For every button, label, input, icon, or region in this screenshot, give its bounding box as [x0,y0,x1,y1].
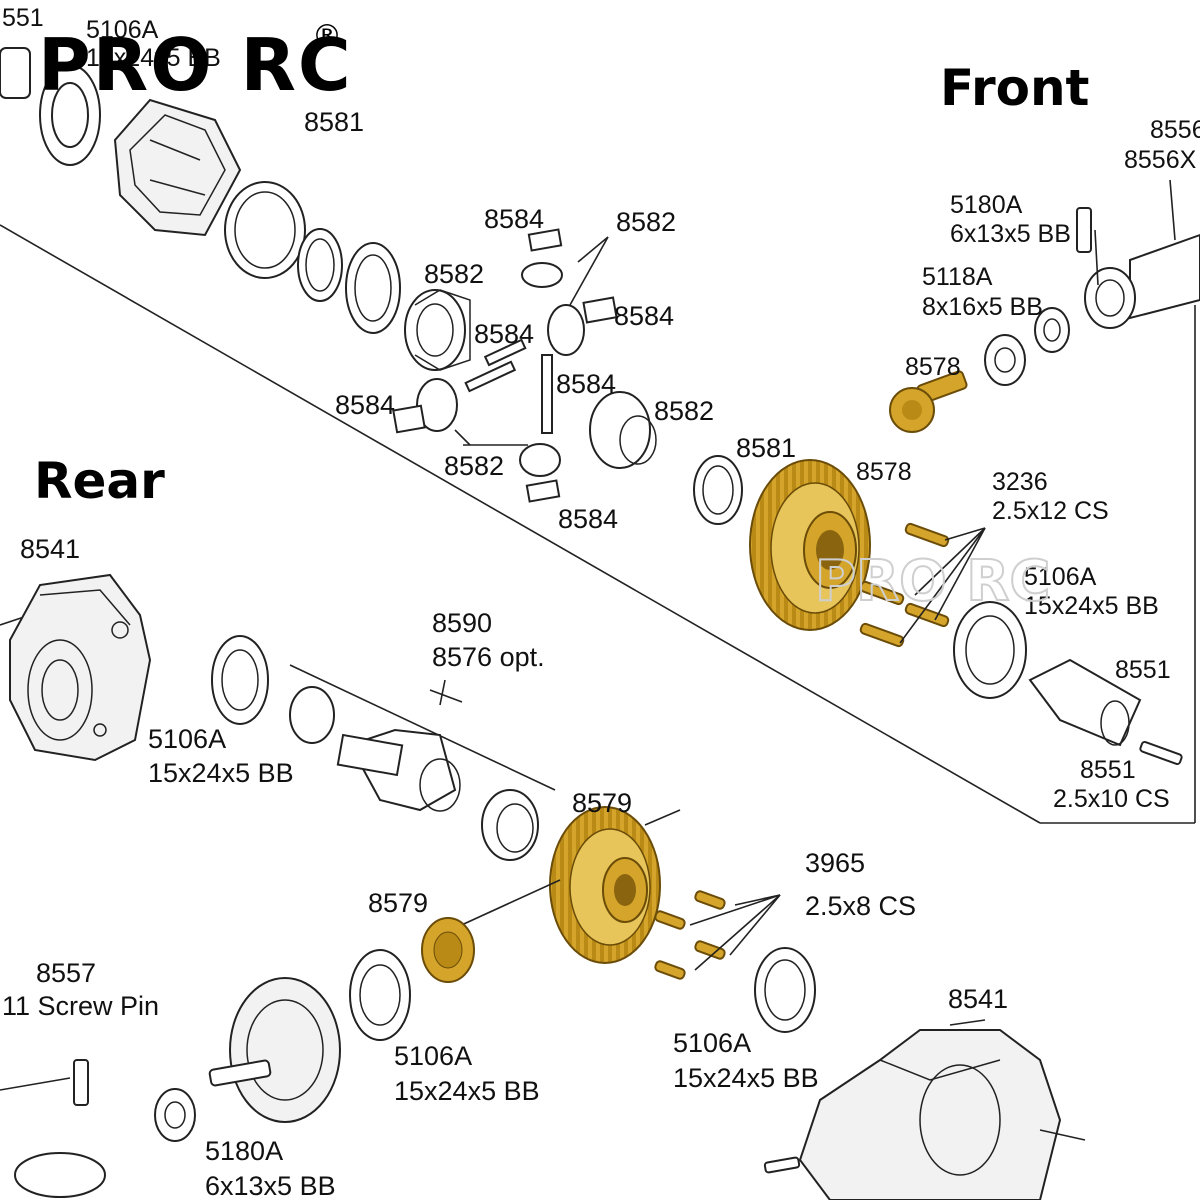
brand-name: PRO RC [38,23,353,107]
label-8541-rear: 8541 [20,534,80,564]
diff-case-8581 [0,47,401,334]
label-8557: 8557 [36,958,96,988]
part-labels: 551 5106A 15x24x5 BB 8581 8584 8582 8582… [2,4,1200,1200]
label-8578-b: 8578 [856,458,912,486]
label-8584-e: 8584 [335,390,395,420]
label-5180a-low: 5180A [205,1136,283,1166]
label-5180a-top: 5180A [950,191,1023,219]
label-8556: 8556 [1150,116,1200,144]
label-5106a-top: 5106A [86,16,159,44]
label-5106a-low1-bb: 15x24x5 BB [394,1076,540,1106]
rear-ring-gear-8579 [454,806,781,980]
label-8582-c: 8582 [654,396,714,426]
label-8576: 8576 opt. [432,642,545,672]
label-5180a-low-bb: 6x13x5 BB [205,1171,336,1200]
label-8551-a: 8551 [1115,656,1171,684]
label-5106a-top-bb: 15x24x5 BB [86,44,221,72]
label-8581-top: 8581 [304,107,364,137]
rear-housing-8541 [9,573,269,762]
label-8581-mid: 8581 [736,433,796,463]
label-8551-b: 8551 [1080,756,1136,784]
front-output-8551 [953,601,1183,766]
label-8579-b: 8579 [368,888,428,918]
label-8584-a: 8584 [484,204,544,234]
label-8582-d: 8582 [444,451,504,481]
rear-pinion-8579 [421,917,475,983]
label-8551-cs: 2.5x10 CS [1053,785,1170,813]
rear-input-assembly [14,947,816,1198]
front-heading: Front [940,59,1089,117]
front-ring-gear [749,459,986,648]
label-3236: 3236 [992,468,1048,496]
label-5118a: 5118A [922,263,993,291]
label-8584-c: 8584 [474,319,534,349]
label-8578-a: 8578 [905,353,961,381]
label-5106a-rear: 5106A [148,724,226,754]
lower-housing-8541 [763,1019,1086,1200]
label-8584-d: 8584 [556,369,616,399]
label-5180a-top-bb: 6x13x5 BB [950,220,1071,248]
label-8541-low: 8541 [948,984,1008,1014]
brand-watermark: PRO RC [815,549,1050,614]
rear-diff-carrier-8590 [289,679,539,861]
label-5106a-low2: 5106A [673,1028,751,1058]
label-3965-cs: 2.5x8 CS [805,891,916,921]
front-pinion-assembly [889,179,1200,433]
label-8590: 8590 [432,608,492,638]
label-5106a-front: 5106A [1024,563,1097,591]
label-5106a-rear-bb: 15x24x5 BB [148,758,294,788]
label-8579-a: 8579 [572,788,632,818]
label-5118a-bb: 8x16x5 BB [922,293,1043,321]
label-8556x: 8556X [1124,146,1197,174]
label-8582-a: 8582 [616,207,676,237]
label-5106a-low1: 5106A [394,1041,472,1071]
label-8584-b: 8584 [614,301,674,331]
brand-logo: PRO RC ® [38,19,353,107]
assembly-guide-lines [0,224,1196,1091]
label-8582-b: 8582 [424,259,484,289]
spider-gears-8582 [392,228,743,525]
label-5106a-front-bb: 15x24x5 BB [1024,592,1159,620]
registered-mark: ® [312,19,342,54]
label-3965: 3965 [805,848,865,878]
label-5106a-low2-bb: 15x24x5 BB [673,1063,819,1093]
label-8557-pin: 11 Screw Pin [2,991,159,1021]
label-3236-cs: 2.5x12 CS [992,497,1109,525]
rear-heading: Rear [34,452,165,510]
label-551: 551 [2,4,44,32]
label-8584-f: 8584 [558,504,618,534]
